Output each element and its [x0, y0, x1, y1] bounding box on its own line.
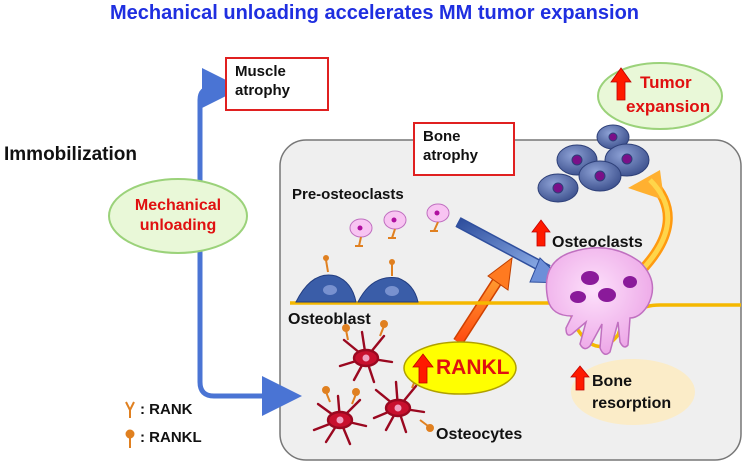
osteocyte-rankl-markers	[322, 320, 434, 432]
mechanical-unloading-oval	[108, 178, 248, 254]
legend-symbols	[125, 401, 135, 448]
arrow-to-muscle	[197, 68, 242, 340]
rankl-label: RANKL	[436, 356, 510, 379]
up-arrow-icon-rankl	[412, 353, 434, 384]
bone-atrophy-box: Bone atrophy	[413, 122, 515, 176]
immobilization-label: Immobilization	[4, 144, 137, 165]
muscle-atrophy-box: Muscle atrophy	[225, 57, 329, 111]
osteoclast-cell	[545, 247, 654, 355]
osteocyte-cells	[312, 330, 426, 446]
pre-osteoclasts-label: Pre-osteoclasts	[292, 186, 404, 203]
tumor-expansion-line2: expansion	[626, 97, 711, 116]
up-arrow-icon-tumor	[610, 67, 632, 101]
up-arrow-icons	[412, 67, 632, 391]
rankl-oval	[403, 341, 517, 395]
legend-rankl-label: : RANKL	[140, 429, 202, 446]
up-arrow-icon-osteoclasts	[531, 219, 551, 247]
tumor-expansion-line1: Tumor	[640, 73, 692, 92]
mechanical-unloading-label: Mechanical unloading	[134, 197, 222, 234]
bone-resorption-line2: resorption	[592, 395, 672, 412]
osteoblast-cells	[295, 255, 419, 303]
osteoclasts-label: Osteoclasts	[552, 234, 643, 251]
osteocytes-label: Osteocytes	[436, 426, 523, 443]
osteoblast-label: Osteoblast	[288, 311, 371, 328]
pre-osteoclast-cells	[349, 203, 450, 247]
arrow-to-osteocytes	[197, 300, 302, 416]
tumor-cells	[537, 124, 650, 203]
bone-resorption-oval	[571, 359, 695, 425]
up-arrow-icon-bone-resorption	[570, 365, 590, 391]
rank-receptor-icon	[125, 401, 135, 418]
legend-rank-label: : RANK	[140, 401, 193, 418]
diagram-title: Mechanical unloading accelerates MM tumo…	[109, 2, 640, 24]
bone-resorption-line1: Bone	[592, 373, 632, 390]
